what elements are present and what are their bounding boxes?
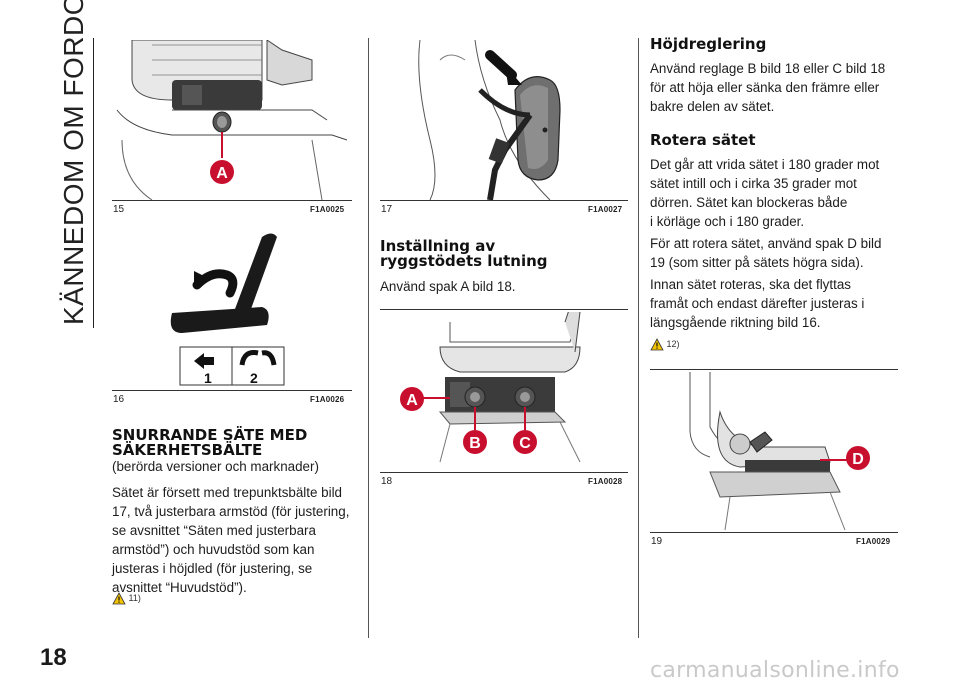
heading-swivel-seat: SNURRANDE SÄTE MED SÄKERHETSBÄLTE — [112, 428, 307, 458]
swivel-paragraph: Sätet är försett med trepunktsbälte bild… — [112, 483, 362, 597]
heading-backrest-line1: Inställning av — [380, 237, 496, 255]
watermark: carmanualsonline.info — [650, 658, 900, 683]
figure-15-seat-base: A — [116, 40, 348, 200]
rotate-p3-line-1: Innan sätet roteras, ska det flyttas — [650, 277, 851, 292]
chapter-title: KÄNNEDOM OM FORDONET — [28, 0, 89, 325]
height-line-2: för att höja eller sänka den främre elle… — [650, 80, 880, 95]
chapter-title-text: KÄNNEDOM OM FORDONET — [58, 0, 89, 325]
warning-triangle-icon — [112, 592, 126, 605]
rotate-paragraph-2: För att rotera sätet, använd spak D bild… — [650, 234, 910, 272]
height-line-1: Använd reglage B bild 18 eller C bild 18 — [650, 61, 886, 76]
heading-swivel-line2: SÄKERHETSBÄLTE — [112, 441, 263, 459]
heading-rotate: Rotera sätet — [650, 131, 756, 149]
figure-17-code: F1A0027 — [588, 205, 623, 214]
figure-18-code: F1A0028 — [588, 477, 623, 486]
figure-18-label-b: B — [469, 435, 481, 452]
swivel-line-5: justeras i höjdled (för justering, se — [112, 561, 313, 576]
rotate-p1-line-2: sätet intill och i cirka 35 grader mot — [650, 176, 857, 191]
figure-19-label-d: D — [852, 451, 864, 468]
heading-swivel-line1: SNURRANDE SÄTE MED — [112, 426, 308, 444]
figure-17-rule — [380, 200, 628, 201]
rotate-p2-line-2: 19 (som sitter på sätets högra sida). — [650, 255, 864, 270]
figure-17-number: 17 — [381, 204, 393, 215]
swivel-warning: 11) — [112, 592, 141, 605]
figure-16-number: 16 — [113, 394, 125, 405]
rotate-warning-ref: 12) — [666, 338, 680, 349]
rotate-p3-line-3: längsgående riktning bild 16. — [650, 315, 821, 330]
figure-19-rule — [650, 532, 898, 533]
figure-18-label-a: A — [406, 392, 418, 409]
rotate-paragraph-1: Det går att vrida sätet i 180 grader mot… — [650, 155, 910, 231]
backrest-text: Använd spak A bild 18. — [380, 279, 516, 294]
page-number: 18 — [40, 644, 67, 671]
figure-18-top-rule — [380, 309, 628, 310]
figure-19-swivel-lever: D — [689, 372, 870, 531]
figure-16-seat-rotation: 1 2 — [170, 233, 285, 386]
swivel-line-6: avsnittet “Huvudstöd”). — [112, 580, 247, 595]
figure-17-headrest-belt — [418, 40, 561, 200]
heading-height: Höjdreglering — [650, 35, 767, 53]
figure-15-rule — [112, 200, 352, 201]
figure-19-code: F1A0029 — [856, 537, 891, 546]
rotate-p3-line-2: framåt och endast därefter justeras i — [650, 296, 865, 311]
height-line-3: bakre delen av sätet. — [650, 99, 775, 114]
figure-19-number: 19 — [651, 536, 663, 547]
swivel-line-3: se avsnittet “Säten med justerbara — [112, 523, 316, 538]
rotate-warning: 12) — [650, 338, 680, 351]
figure-16-label-2: 2 — [250, 370, 258, 386]
swivel-line-1: Sätet är försett med trepunktsbälte bild — [112, 485, 342, 500]
rotate-p2-line-1: För att rotera sätet, använd spak D bild — [650, 236, 882, 251]
column-divider-1 — [368, 38, 369, 638]
rotate-p1-line-4: i körläge och i 180 grader. — [650, 214, 805, 229]
figure-15-label-a: A — [216, 165, 228, 182]
figure-18-number: 18 — [381, 476, 393, 487]
figure-19-top-rule — [650, 369, 898, 370]
figure-18-label-c: C — [519, 435, 531, 452]
figure-16-rule — [112, 390, 352, 391]
rotate-p1-line-1: Det går att vrida sätet i 180 grader mot — [650, 157, 880, 172]
heading-backrest-line2: ryggstödets lutning — [380, 252, 548, 270]
figure-15-code: F1A0025 — [310, 205, 345, 214]
swivel-line-2: 17, två justerbara armstöd (för justerin… — [112, 504, 350, 519]
swivel-line-4: armstöd”) och huvudstöd som kan — [112, 542, 315, 557]
figure-15-number: 15 — [113, 204, 125, 215]
heading-backrest: Inställning av ryggstödets lutning — [380, 239, 548, 269]
chapter-rule — [93, 38, 94, 328]
height-paragraph: Använd reglage B bild 18 eller C bild 18… — [650, 59, 910, 116]
column-divider-2 — [638, 38, 639, 638]
figure-18-seat-levers: A B C — [400, 312, 581, 463]
swivel-subtitle: (berörda versioner och marknader) — [112, 459, 319, 474]
rotate-p1-line-3: dörren. Sätet kan blockeras både — [650, 195, 848, 210]
figure-16-label-1: 1 — [204, 370, 212, 386]
figure-18-rule — [380, 472, 628, 473]
warning-triangle-icon — [650, 338, 664, 351]
figure-16-code: F1A0026 — [310, 395, 345, 404]
swivel-warning-ref: 11) — [128, 592, 141, 603]
rotate-paragraph-3: Innan sätet roteras, ska det flyttas fra… — [650, 275, 910, 332]
